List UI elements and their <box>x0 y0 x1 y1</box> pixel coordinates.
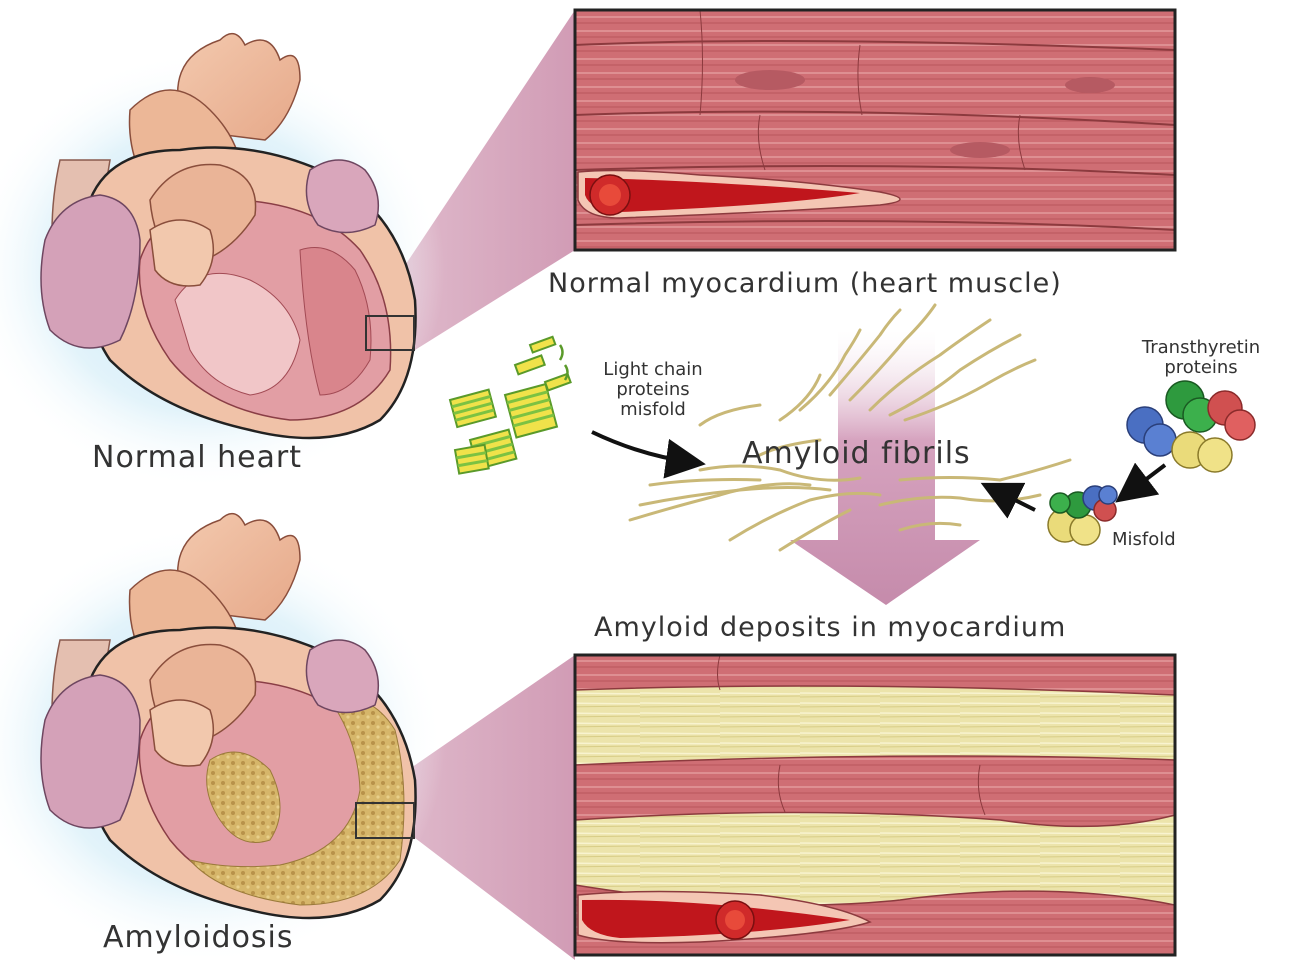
amyloidosis-heart-illustration <box>0 514 445 960</box>
normal-heart-illustration <box>0 34 445 490</box>
label-light-chain: Light chain proteins misfold <box>568 360 738 420</box>
amyloid-myocardium-panel <box>575 655 1175 955</box>
label-normal-heart: Normal heart <box>92 440 302 475</box>
label-misfold: Misfold <box>1112 530 1176 550</box>
label-amyloid-fibrils: Amyloid fibrils <box>742 436 971 471</box>
transthyretin-arrow-down <box>1128 465 1165 493</box>
misfolded-transthyretin <box>1048 486 1117 545</box>
normal-myocardium-panel <box>575 10 1175 250</box>
light-chain-proteins <box>450 337 571 474</box>
transthyretin-proteins <box>1127 381 1255 472</box>
label-amyloidosis: Amyloidosis <box>103 920 294 955</box>
light-chain-arrow <box>592 432 690 462</box>
label-transthyretin: Transthyretin proteins <box>1106 338 1296 378</box>
label-amyloid-deposits: Amyloid deposits in myocardium <box>594 612 1066 643</box>
label-normal-myocardium: Normal myocardium (heart muscle) <box>548 268 1062 299</box>
